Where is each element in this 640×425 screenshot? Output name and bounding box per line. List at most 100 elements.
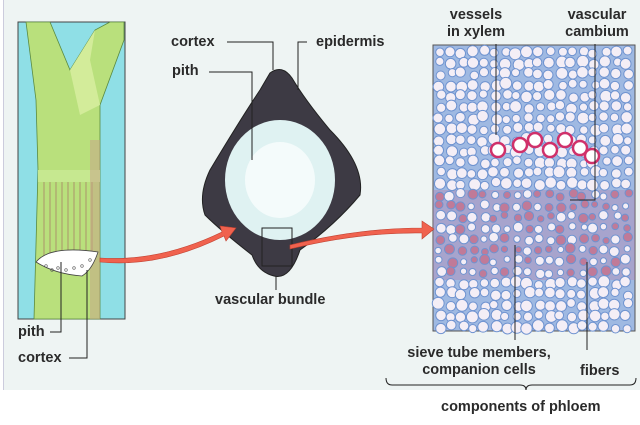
- cell: [623, 245, 631, 253]
- cell: [555, 89, 567, 101]
- cell: [480, 158, 491, 170]
- cell: [534, 287, 545, 298]
- cell: [554, 276, 566, 289]
- cell: [467, 188, 479, 200]
- xylem-vessel: [489, 141, 507, 159]
- cell: [445, 224, 457, 236]
- cell: [455, 201, 466, 212]
- cell: [610, 189, 620, 199]
- cell: [610, 100, 622, 112]
- cell: [511, 113, 521, 124]
- cell: [579, 125, 589, 135]
- cell: [544, 322, 555, 334]
- cell: [622, 231, 633, 243]
- magnify-arrows: [99, 220, 435, 264]
- cell: [460, 258, 468, 266]
- cell: [619, 253, 631, 265]
- cell: [623, 80, 634, 91]
- cell: [467, 222, 477, 232]
- cell: [547, 222, 557, 232]
- cell: [589, 257, 598, 267]
- cell: [531, 319, 545, 332]
- components-of-phloem-label: components of phloem: [441, 399, 601, 415]
- cell: [597, 297, 610, 310]
- cell: [480, 235, 488, 243]
- cell: [509, 275, 523, 288]
- vascular-cambium-label: vascular cambium: [558, 7, 636, 41]
- cell: [454, 288, 467, 301]
- cell: [499, 202, 510, 213]
- cell: [597, 275, 611, 288]
- cell: [598, 122, 610, 134]
- cell: [445, 80, 457, 93]
- cell: [623, 68, 634, 80]
- cell: [523, 121, 535, 133]
- cell: [468, 286, 481, 299]
- cell: [599, 192, 608, 201]
- cell: [523, 210, 535, 222]
- xylem-vessel: [556, 131, 574, 149]
- arrow-icon: [289, 220, 435, 250]
- cell: [455, 298, 469, 312]
- cell: [567, 78, 578, 89]
- cell: [587, 276, 598, 287]
- cell: [564, 242, 576, 254]
- cell: [489, 300, 499, 310]
- cell: [491, 223, 502, 234]
- cell: [610, 67, 622, 80]
- cell: [490, 320, 503, 333]
- cell: [623, 155, 634, 166]
- cell: [532, 121, 544, 133]
- cell: [470, 256, 478, 264]
- xylem-vessel: [511, 136, 529, 154]
- cell: [512, 122, 524, 133]
- cell: [610, 256, 621, 268]
- cell: [623, 166, 634, 177]
- cell: [598, 145, 609, 156]
- cell: [578, 212, 589, 224]
- cell: [433, 144, 445, 156]
- cell: [436, 102, 447, 113]
- cell: [587, 90, 598, 100]
- cell: [523, 157, 534, 168]
- xylem-vessel: [541, 141, 559, 159]
- cell: [511, 68, 521, 78]
- cell: [468, 178, 482, 191]
- cell: [459, 267, 468, 275]
- cell: [478, 57, 489, 68]
- cell: [598, 55, 611, 68]
- cell: [554, 100, 566, 111]
- cell: [611, 267, 621, 276]
- cell: [489, 214, 498, 223]
- cell: [599, 257, 607, 265]
- cell: [444, 46, 456, 58]
- vascular-bundle-label: vascular bundle: [215, 292, 326, 308]
- cell: [536, 215, 545, 223]
- cell: [568, 222, 577, 231]
- cell: [448, 233, 458, 243]
- cell: [610, 324, 621, 334]
- cell: [477, 320, 489, 333]
- cell: [543, 88, 556, 101]
- cell: [545, 189, 555, 199]
- cell: [578, 79, 588, 89]
- cell: [546, 101, 557, 112]
- cell: [479, 180, 490, 191]
- cell: [522, 311, 534, 322]
- cell: [576, 320, 588, 331]
- cross-section-epidermis-label: epidermis: [316, 34, 385, 50]
- cell: [534, 299, 547, 311]
- cell: [525, 224, 535, 234]
- cell: [598, 66, 610, 78]
- cell: [533, 224, 543, 234]
- cell: [499, 76, 513, 90]
- stem-illustration: [17, 21, 126, 320]
- cell: [499, 166, 510, 178]
- cell: [535, 268, 546, 280]
- cell: [591, 233, 600, 243]
- cell: [489, 277, 501, 289]
- stem-cross-section: [201, 68, 362, 277]
- cell: [580, 223, 588, 231]
- cell: [542, 69, 554, 81]
- cell: [466, 169, 477, 179]
